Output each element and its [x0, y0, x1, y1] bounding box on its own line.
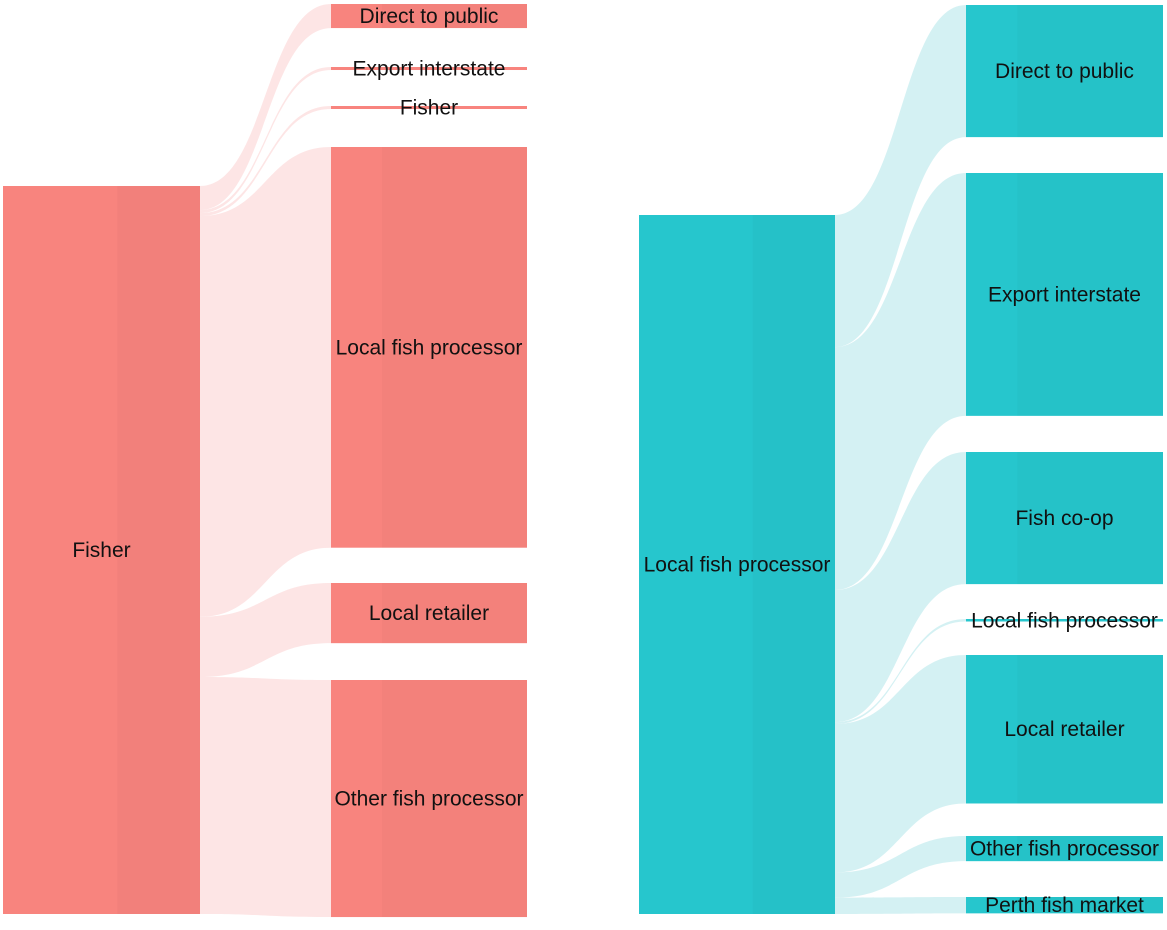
target-node-label-local-fish-processor: Local fish processor — [336, 336, 523, 359]
target-node-other-fish-processor[interactable] — [966, 836, 1163, 862]
flow-link-direct-to-public[interactable] — [835, 5, 966, 348]
target-node-label-export-interstate: Export interstate — [988, 283, 1141, 306]
flow-link-other-fish-processor[interactable] — [200, 676, 331, 918]
flow-link-local-fish-processor[interactable] — [835, 619, 966, 724]
flow-link-local-retailer[interactable] — [835, 655, 966, 873]
flow-link-fisher[interactable] — [200, 106, 331, 217]
flow-link-perth-fish-market[interactable] — [835, 897, 966, 914]
flow-link-export-interstate[interactable] — [200, 67, 331, 214]
target-node-label-fish-co-op: Fish co-op — [1015, 507, 1113, 530]
target-node-label-other-fish-processor: Other fish processor — [970, 838, 1159, 861]
target-node-perth-fish-market[interactable] — [966, 897, 1163, 914]
source-node-local-fish-processor[interactable] — [639, 215, 835, 914]
flow-nodes — [3, 4, 527, 918]
flow-links — [835, 5, 966, 914]
target-node-label-perth-fish-market: Perth fish market — [985, 894, 1144, 917]
target-node-label-local-retailer: Local retailer — [369, 602, 489, 625]
target-node-label-other-fish-processor: Other fish processor — [334, 788, 523, 811]
flow-link-local-fish-processor[interactable] — [200, 147, 331, 617]
flow-link-direct-to-public[interactable] — [200, 4, 331, 211]
target-node-label-direct-to-public: Direct to public — [360, 5, 499, 28]
flow-link-other-fish-processor[interactable] — [835, 836, 966, 898]
source-node-fisher[interactable] — [3, 186, 200, 914]
source-node-label: Fisher — [72, 539, 130, 562]
target-node-direct-to-public[interactable] — [966, 5, 1163, 138]
target-node-label-local-fish-processor: Local fish processor — [971, 609, 1158, 632]
target-node-local-retailer[interactable] — [331, 583, 527, 644]
flow-link-local-retailer[interactable] — [200, 583, 331, 677]
target-node-label-fisher: Fisher — [400, 97, 458, 120]
flow-links — [200, 4, 331, 918]
flow-link-fish-co-op[interactable] — [835, 452, 966, 723]
target-node-direct-to-public[interactable] — [331, 4, 527, 29]
target-node-local-fish-processor[interactable] — [966, 619, 1163, 622]
target-node-label-export-interstate: Export interstate — [353, 58, 506, 81]
target-node-label-local-retailer: Local retailer — [1004, 718, 1124, 741]
target-node-local-retailer[interactable] — [966, 655, 1163, 804]
flow-link-export-interstate[interactable] — [835, 173, 966, 590]
target-node-export-interstate[interactable] — [966, 173, 1163, 416]
target-node-fisher[interactable] — [331, 106, 527, 110]
target-node-fish-co-op[interactable] — [966, 452, 1163, 585]
flow-nodes — [639, 5, 1163, 914]
target-node-local-fish-processor[interactable] — [331, 147, 527, 548]
sankey-diagram-2: Local fish processor Direct to publicExpo… — [639, 5, 1163, 917]
source-node-label: Local fish processor — [644, 554, 831, 577]
node-labels: Local fish processor Direct to publicExpo… — [644, 60, 1159, 917]
target-node-export-interstate[interactable] — [331, 67, 527, 71]
target-node-label-direct-to-public: Direct to public — [995, 60, 1134, 83]
target-node-other-fish-processor[interactable] — [331, 680, 527, 918]
